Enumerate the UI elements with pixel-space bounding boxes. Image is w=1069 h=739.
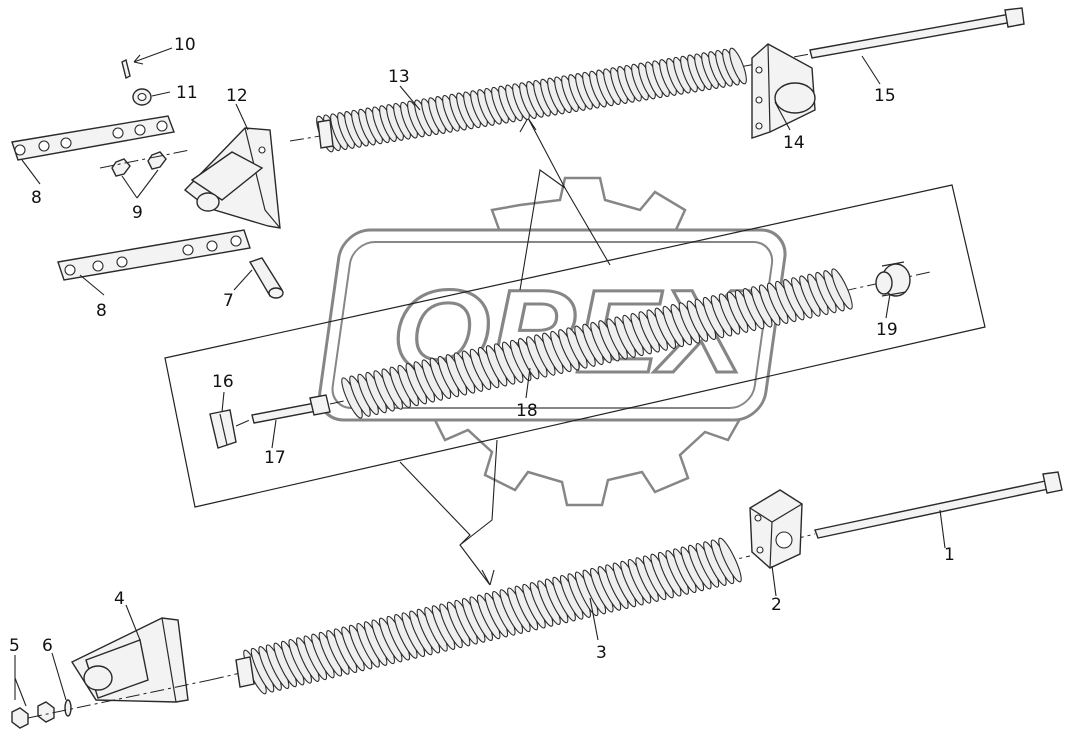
part-18-spring [329, 268, 931, 419]
part-8-plate-lower [57, 229, 251, 281]
part-8-plate-upper [11, 115, 175, 161]
part-14-bracket [751, 43, 816, 139]
part-9-nuts [99, 149, 191, 177]
callout-16: 16 [212, 372, 234, 392]
callout-17: 17 [264, 448, 286, 468]
spring-18-coil [831, 268, 853, 310]
part-10-bolt [121, 58, 131, 80]
callout-18: 18 [516, 401, 538, 421]
callout-4: 4 [114, 589, 125, 609]
part-3-spring [209, 537, 751, 695]
part-6-washer [64, 699, 72, 717]
inset-frame [164, 184, 986, 508]
callout-8-lower: 8 [96, 301, 107, 321]
callout-14: 14 [783, 133, 805, 153]
callout-15: 15 [874, 86, 896, 106]
part-16-nut [209, 409, 237, 449]
callout-5: 5 [9, 636, 20, 656]
zigzag-arrow-lower [399, 439, 498, 586]
callout-3: 3 [596, 643, 607, 663]
zigzag-arrow-upper [519, 117, 611, 291]
part-17-rod [235, 394, 331, 427]
callout-2: 2 [771, 595, 782, 615]
callout-19: 19 [876, 320, 898, 340]
spring-13-coil [729, 47, 747, 85]
callout-7: 7 [223, 291, 234, 311]
callout-13: 13 [388, 67, 410, 87]
part-19-bushing [875, 261, 911, 297]
leader-lines [14, 47, 946, 707]
part-13-spring [289, 47, 747, 153]
spring-3-coil [718, 537, 742, 583]
part-1-rod [789, 471, 1063, 541]
part-7-pin [248, 257, 284, 299]
callout-9: 9 [132, 203, 143, 223]
part-11-washer [132, 88, 152, 106]
callout-8-upper: 8 [31, 188, 42, 208]
callout-12: 12 [226, 86, 248, 106]
part-2-block [749, 489, 803, 569]
callout-labels: 1 2 3 4 5 6 7 8 8 9 10 11 12 13 14 15 16… [9, 35, 955, 663]
lower-left-axis [27, 679, 211, 719]
part-5-nuts [11, 701, 55, 729]
part-4-bracket [70, 617, 189, 703]
callout-11: 11 [176, 83, 198, 103]
part-12-bracket [183, 127, 281, 229]
callout-10: 10 [174, 35, 196, 55]
callout-6: 6 [42, 636, 53, 656]
callout-1: 1 [944, 545, 955, 565]
